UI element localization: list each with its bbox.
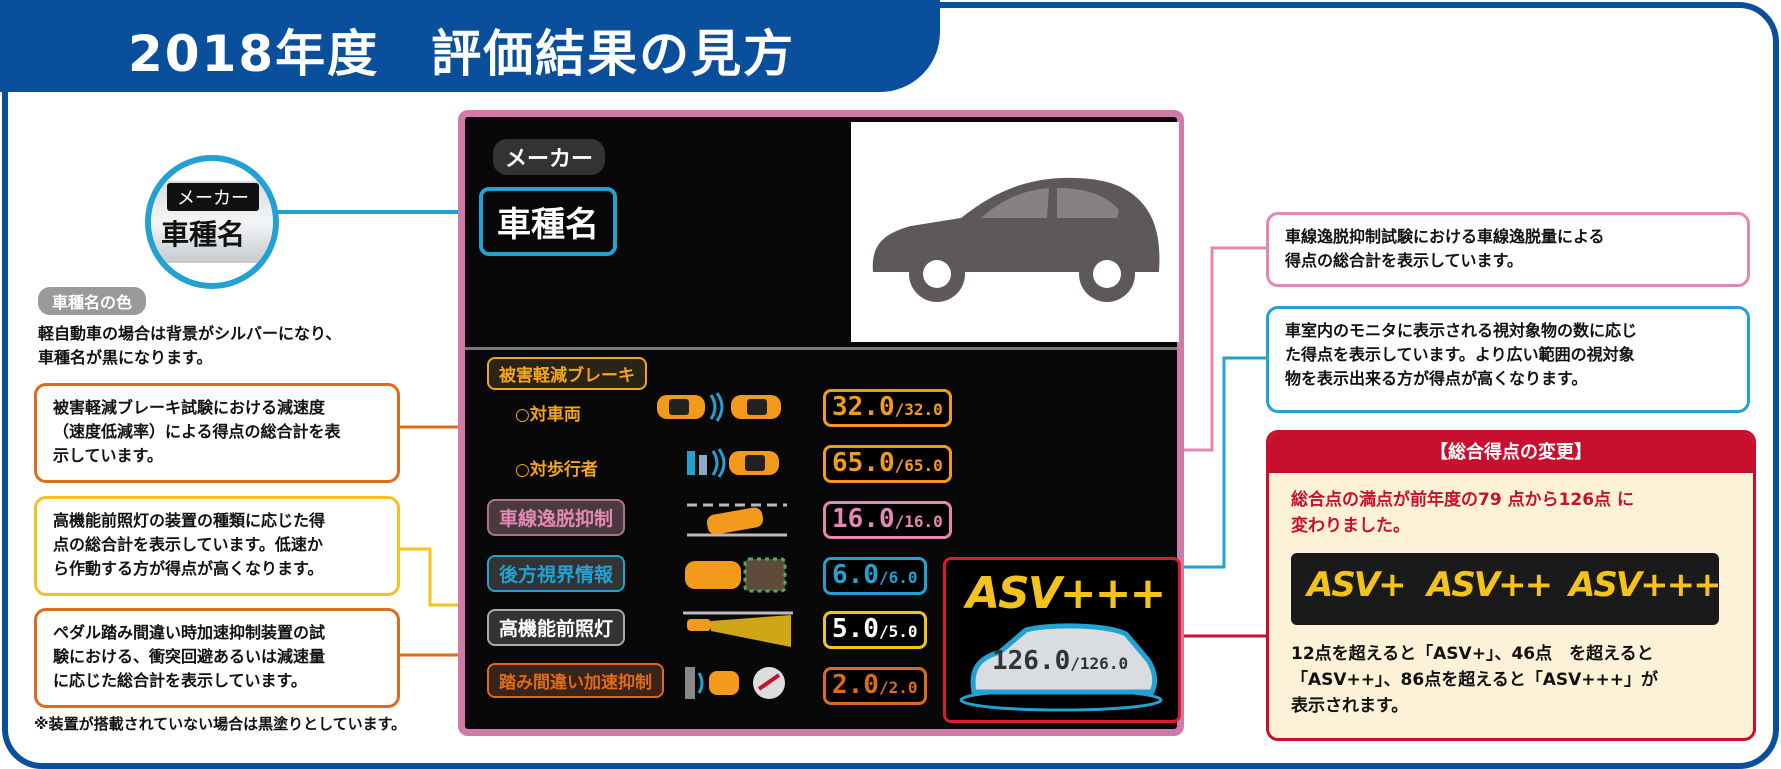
brake-line2: （速度低減率）による得点の総合計を表 <box>53 422 341 441</box>
asv-total-value: 126.0 <box>992 646 1071 676</box>
lane-score: 16.0/16.0 <box>823 501 952 539</box>
rear-score-max: /6.0 <box>878 568 918 587</box>
panel-car-name: 車種名 <box>479 187 617 256</box>
threshold-line1: 12点を超えると「ASV+」、46点 を超えると <box>1291 644 1654 664</box>
panel-divider <box>465 347 1177 350</box>
pedestrian-score: 65.0/65.0 <box>823 445 952 483</box>
score-change-box: 【総合得点の変更】 総合点の満点が前年度の79 点から126点 に 変わりました… <box>1266 430 1756 741</box>
badge-name: 車種名 <box>161 218 246 251</box>
lane-departure-icon <box>687 503 787 537</box>
lane-category-label: 車線逸脱抑制 <box>487 499 626 536</box>
brake-line3: 示しています。 <box>53 446 163 465</box>
change-line1: 総合点の満点が前年度の79 点から126点 に <box>1291 490 1634 510</box>
car-photo-area <box>851 122 1179 342</box>
car-silhouette-icon <box>872 177 1160 302</box>
title-tab: 2018年度 評価結果の見方 <box>0 0 940 92</box>
headlight-icon <box>683 611 793 647</box>
page-title: 2018年度 評価結果の見方 <box>128 25 796 83</box>
lane-explanation-box: 車線逸脱抑制試験における車線逸脱量による 得点の総合計を表示しています。 <box>1266 212 1750 287</box>
score-change-text: 総合点の満点が前年度の79 点から126点 に 変わりました。 <box>1291 487 1634 539</box>
threshold-text: 12点を超えると「ASV+」、46点 を超えると 「ASV++」、86点を超える… <box>1291 641 1658 719</box>
asv-box: ASV+++ 126.0/126.0 <box>943 557 1181 723</box>
car-to-car-icon <box>657 392 781 422</box>
color-note-pill: 車種名の色 <box>38 287 147 315</box>
headlight-score-max: /5.0 <box>878 622 918 641</box>
lane-score-value: 16.0 <box>832 504 895 534</box>
asv-total-score: 126.0/126.0 <box>992 646 1128 676</box>
vehicle-score-value: 32.0 <box>832 392 895 422</box>
rear-box-line2: た得点を表示しています。より広い範囲の視対象 <box>1285 345 1635 364</box>
pedal-score-max: /2.0 <box>878 678 918 697</box>
headlight-score: 5.0/5.0 <box>823 611 927 649</box>
brake-explanation-box: 被害軽減ブレーキ試験における減速度 （速度低減率）による得点の総合計を表 示して… <box>34 383 400 483</box>
color-note-line2: 車種名が黒になります。 <box>38 348 213 367</box>
asv-total-max: /126.0 <box>1070 654 1129 673</box>
pedestrian-score-max: /65.0 <box>894 456 943 475</box>
footnote: ※装置が搭載されていない場合は黒塗りとしています。 <box>34 715 407 733</box>
lane-score-max: /16.0 <box>894 512 943 531</box>
asv-label: ASV+++ <box>966 568 1166 619</box>
panel-maker-label: メーカー <box>493 139 606 175</box>
color-note-line1: 軽自動車の場合は背景がシルバーになり、 <box>38 324 342 343</box>
pedal-explanation-box: ペダル踏み間違い時加速抑制装置の試 験における、衝突回避あるいは減速量 に応じた… <box>34 608 400 708</box>
pedestrian-score-value: 65.0 <box>832 448 895 478</box>
headlight-category-label: 高機能前照灯 <box>487 609 626 646</box>
pedal-line3: に応じた総合計を表示しています。 <box>53 671 307 690</box>
pedal-misapplication-icon <box>685 667 785 699</box>
lane-box-line1: 車線逸脱抑制試験における車線逸脱量による <box>1285 227 1605 246</box>
threshold-line3: 表示されます。 <box>1291 696 1409 716</box>
headlight-line2: 点の総合計を表示しています。低速か <box>53 535 323 554</box>
pedestrian-sub-label: ○対歩行者 <box>515 460 598 480</box>
rear-score: 6.0/6.0 <box>823 557 927 595</box>
asv-level-3: ASV+++ <box>1569 565 1722 605</box>
pedal-score: 2.0/2.0 <box>823 667 927 705</box>
asv-level-1: ASV+ <box>1307 565 1407 605</box>
rear-explanation-box: 車室内のモニタに表示される視対象物の数に応じ た得点を表示しています。より広い範… <box>1266 306 1750 413</box>
vehicle-score-max: /32.0 <box>894 400 943 419</box>
change-line2: 変わりました。 <box>1291 516 1410 536</box>
headlight-score-value: 5.0 <box>832 614 879 644</box>
light-vehicle-badge: メーカー 車種名 <box>145 155 279 289</box>
rear-category-label: 後方視界情報 <box>487 555 626 592</box>
headlight-explanation-box: 高機能前照灯の装置の種類に応じた得 点の総合計を表示しています。低速か ら作動す… <box>34 496 400 596</box>
rear-box-line1: 車室内のモニタに表示される視対象物の数に応じ <box>1285 321 1638 340</box>
car-to-pedestrian-icon <box>687 448 779 478</box>
vehicle-score: 32.0/32.0 <box>823 389 952 427</box>
brake-category-label: 被害軽減ブレーキ <box>487 357 647 390</box>
asv-car-icon <box>959 623 1163 712</box>
score-change-title: 【総合得点の変更】 <box>1269 433 1753 473</box>
headlight-line1: 高機能前照灯の装置の種類に応じた得 <box>53 511 326 530</box>
rear-box-line3: 物を表示出来る方が得点が高くなります。 <box>1285 369 1588 388</box>
brake-line1: 被害軽減ブレーキ試験における減速度 <box>53 398 326 417</box>
result-panel: メーカー 車種名 被害軽減ブレーキ ○対車両 ○対歩行者 車線逸脱抑制 後方視界… <box>458 110 1184 736</box>
headlight-line3: ら作動する方が得点が高くなります。 <box>53 559 324 578</box>
vehicle-sub-label: ○対車両 <box>515 405 581 425</box>
pedal-score-value: 2.0 <box>832 670 879 700</box>
asv-level-strip: ASV+ ASV++ ASV+++ <box>1291 553 1722 625</box>
badge-maker: メーカー <box>167 183 259 211</box>
threshold-line2: 「ASV++」、86点を超えると「ASV+++」が <box>1291 670 1658 690</box>
pedal-line1: ペダル踏み間違い時加速抑制装置の試 <box>53 623 326 642</box>
rear-view-icon <box>685 557 787 593</box>
lane-box-line2: 得点の総合計を表示しています。 <box>1285 251 1523 270</box>
pedal-line2: 験における、衝突回避あるいは減速量 <box>53 647 326 666</box>
pedal-category-label: 踏み間違い加速抑制 <box>487 663 664 698</box>
asv-level-2: ASV++ <box>1427 565 1553 605</box>
rear-score-value: 6.0 <box>832 560 879 590</box>
